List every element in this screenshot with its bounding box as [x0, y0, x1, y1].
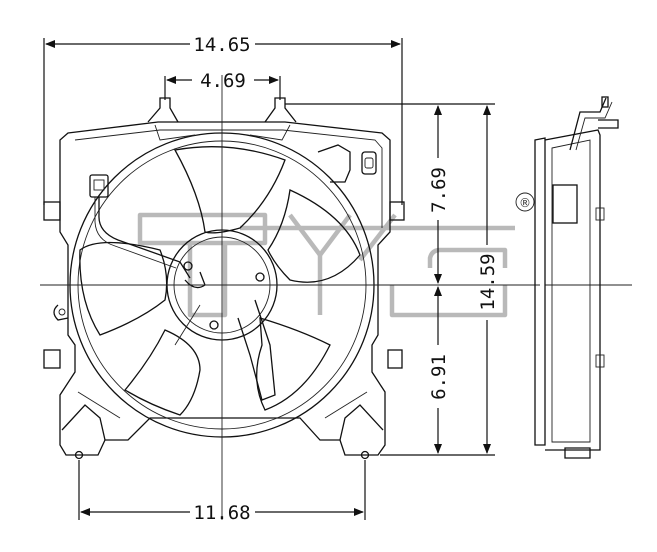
wire-harness	[89, 174, 206, 289]
dim-label-bottom-width: 11.68	[193, 502, 250, 524]
dimension-lower-height: 6.91	[428, 286, 450, 454]
dimension-overall-width: 14.65	[43, 34, 403, 205]
dimension-upper-height: 7.69	[285, 103, 450, 284]
dim-label-upper-height: 7.69	[428, 167, 450, 213]
shroud-side-view	[534, 96, 619, 459]
dimension-mount-spacing: 4.69	[164, 70, 281, 100]
dim-label-overall-width: 14.65	[193, 34, 250, 56]
registered-mark: ®	[519, 196, 531, 210]
center-lines	[40, 75, 632, 520]
dimension-bottom-width: 11.68	[78, 460, 366, 524]
dim-label-lower-height: 6.91	[428, 354, 450, 400]
fan-blades	[79, 146, 361, 416]
registered-mark-circle	[515, 192, 535, 212]
dim-label-overall-height: 14.59	[477, 253, 499, 310]
dim-label-mount-spacing: 4.69	[200, 70, 246, 92]
dimension-overall-height: 14.59	[380, 103, 499, 456]
brand-watermark: ®	[137, 192, 535, 318]
